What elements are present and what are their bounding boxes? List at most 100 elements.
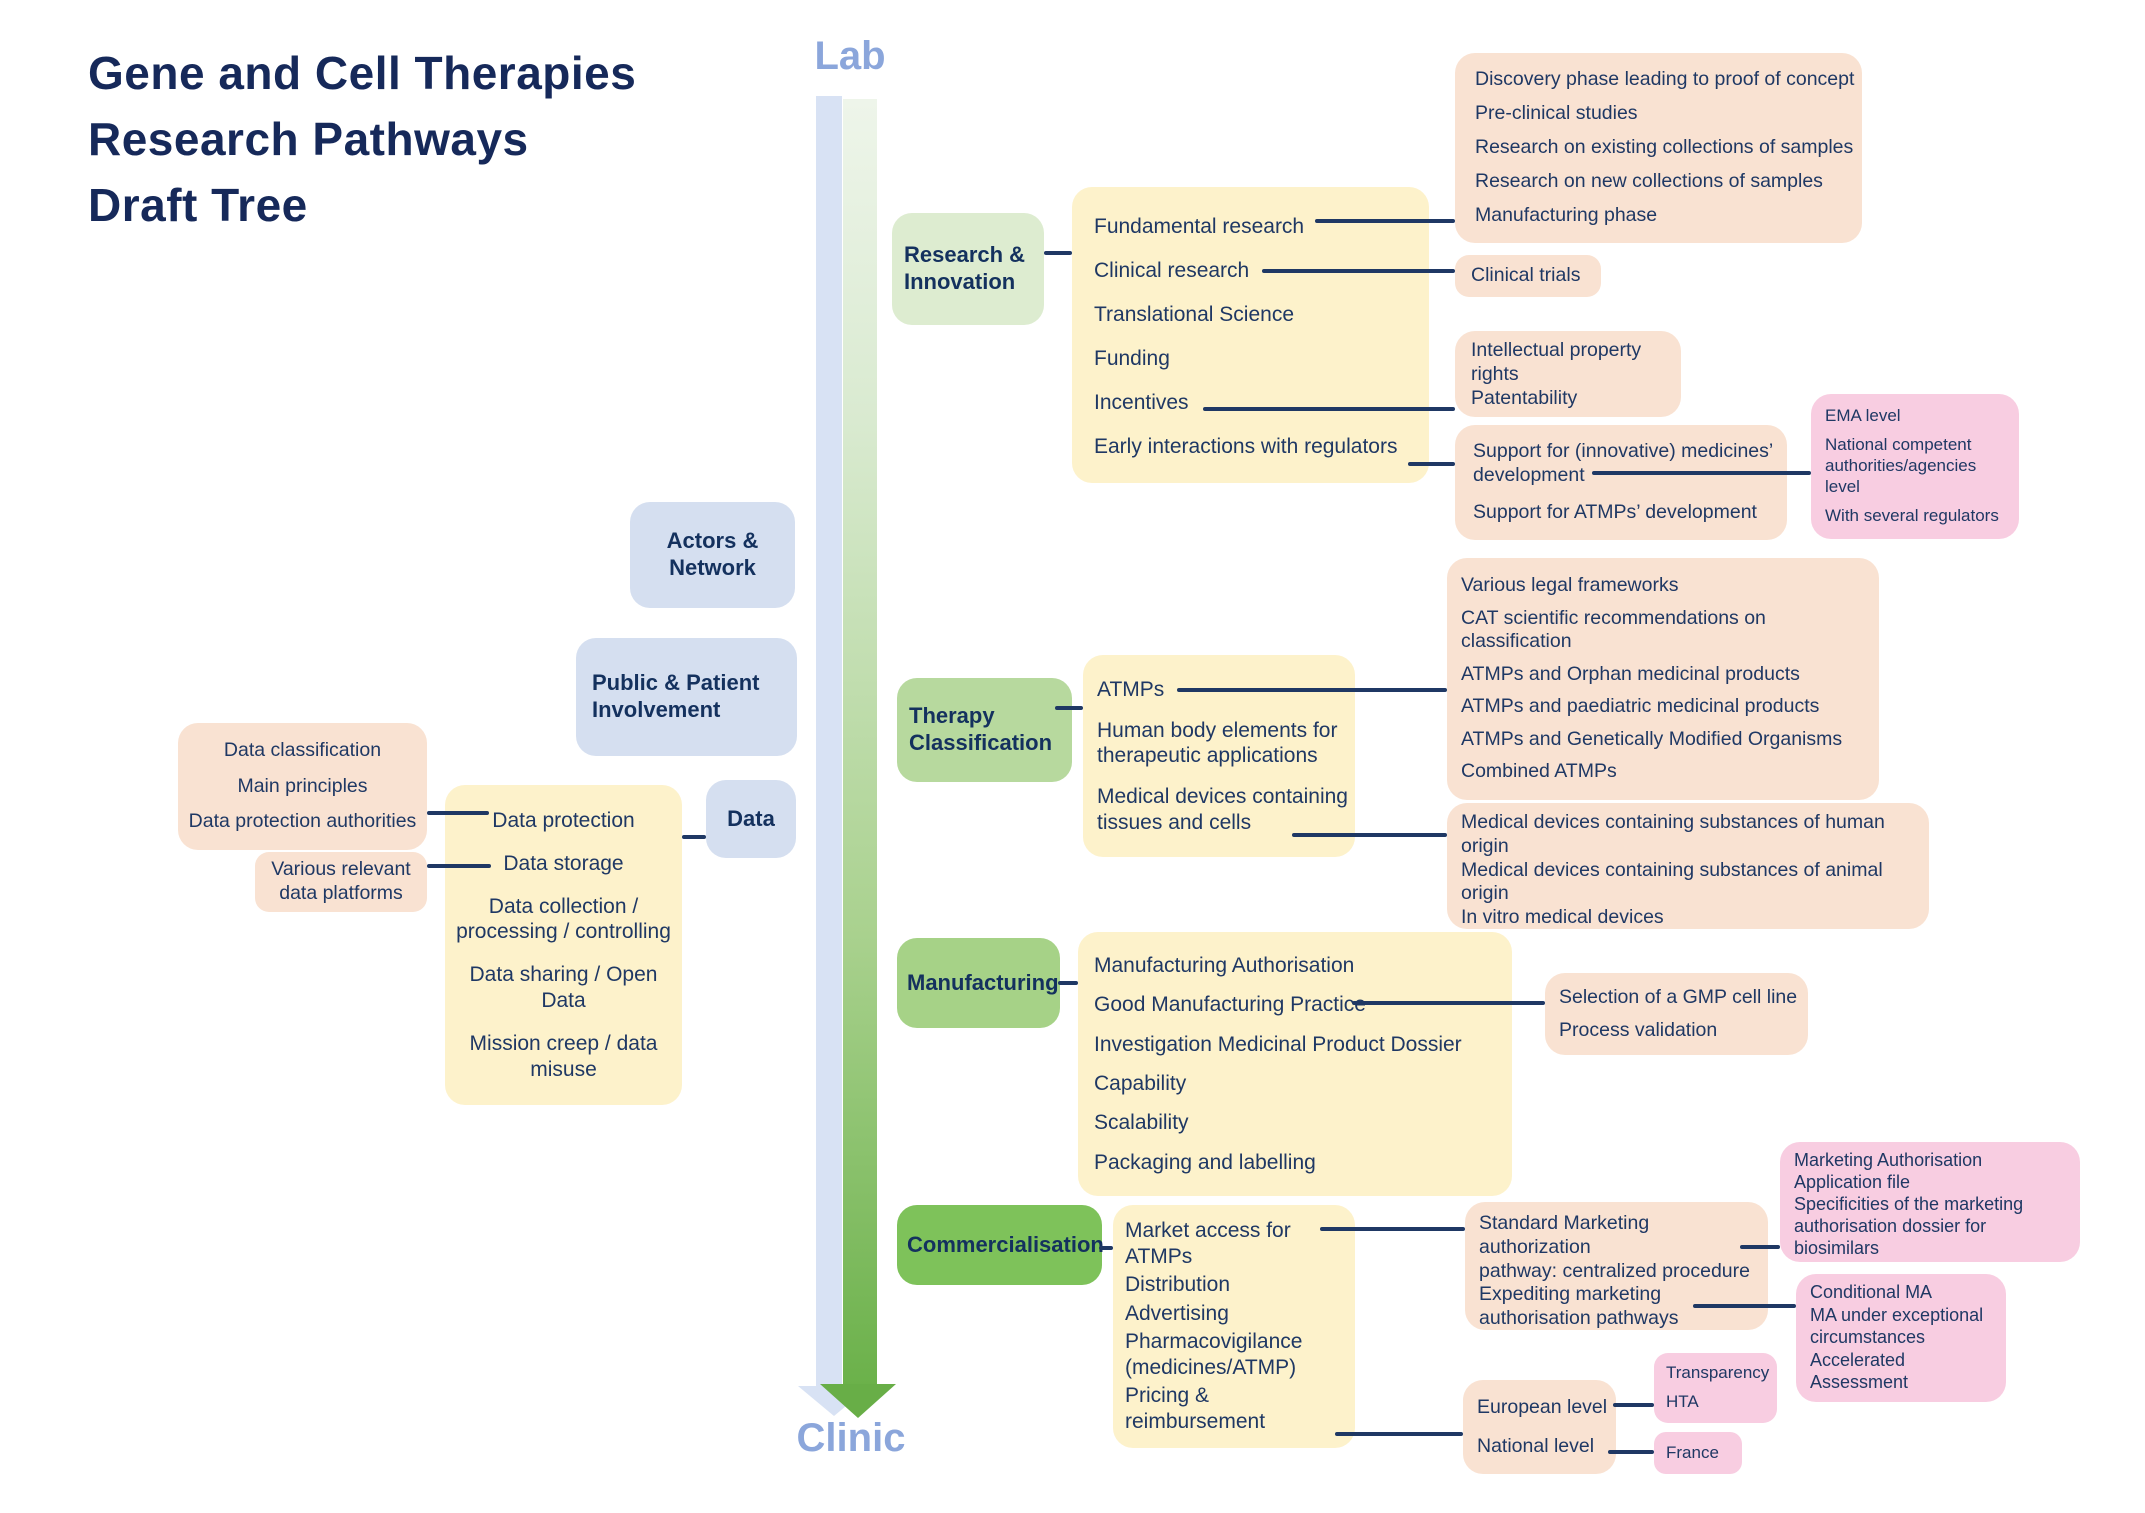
tree-item: Market access for ATMPs — [1125, 1219, 1291, 1269]
tree-item: Manufacturing phase — [1475, 204, 1658, 227]
connector-line — [1099, 1246, 1113, 1250]
lab-label: Lab — [814, 34, 886, 78]
tree-item: Support for ATMPs’ development — [1473, 501, 1757, 524]
tree-item: With several regulators — [1825, 506, 1999, 526]
spine-arrow-blue-shaft — [816, 96, 842, 1388]
tree-item: Data storage — [503, 851, 624, 875]
connector-line — [1292, 833, 1447, 837]
connector-line — [1320, 1227, 1465, 1231]
connector-line — [1203, 407, 1455, 411]
public-patient-box: Public & Patient Involvement — [576, 638, 797, 756]
atmp-details-box: Various legal frameworks CAT scientific … — [1447, 558, 1879, 800]
fundamental-details-box: Discovery phase leading to proof of conc… — [1455, 53, 1862, 243]
commercialisation-topics-box: Market access for ATMPs Distribution Adv… — [1113, 1205, 1355, 1448]
manufacturing-label: Manufacturing — [907, 969, 1059, 995]
tree-item: Discovery phase leading to proof of conc… — [1475, 68, 1855, 91]
tree-item: CAT scientific recommendations on classi… — [1461, 606, 1766, 653]
european-details-box: Transparency HTA — [1654, 1353, 1777, 1423]
tree-item: Scalability — [1094, 1111, 1189, 1135]
tree-item: Conditional MA — [1810, 1282, 1933, 1303]
tree-item: Research on new collections of samples — [1475, 170, 1823, 193]
tree-item: ATMPs — [1097, 677, 1165, 701]
tree-item: Standard Marketing authorization pathway… — [1479, 1212, 1750, 1282]
connector-line — [1693, 1304, 1796, 1308]
page-title: Gene and Cell Therapies Research Pathway… — [88, 40, 636, 238]
data-protection-details-box: Data classification Main principles Data… — [178, 723, 427, 850]
tree-item: National competent authorities/agencies … — [1825, 435, 1977, 496]
connector-line — [1740, 1245, 1780, 1249]
tree-item: MA under exceptional circumstances — [1810, 1305, 1984, 1347]
tree-item: Early interactions with regulators — [1094, 435, 1398, 459]
tree-item: Capability — [1094, 1071, 1187, 1095]
tree-item: Pre-clinical studies — [1475, 102, 1638, 125]
tree-item: Various legal frameworks — [1461, 574, 1679, 597]
tree-item: Investigation Medicinal Product Dossier — [1094, 1032, 1462, 1056]
title-line-3: Draft Tree — [88, 179, 308, 231]
tree-item: Specificities of the marketing authorisa… — [1794, 1193, 2024, 1258]
tree-item: ATMPs and paediatric medicinal products — [1461, 695, 1820, 718]
national-details-box: France — [1654, 1432, 1742, 1474]
tree-item: Pharmacovigilance (medicines/ATMP) — [1125, 1330, 1303, 1379]
research-innovation-label: Research & Innovation — [904, 242, 1026, 294]
tree-item: Incentives — [1094, 391, 1189, 415]
tree-item: HTA — [1666, 1392, 1699, 1412]
connector-line — [1058, 981, 1078, 985]
tree-item: Data protection — [492, 808, 635, 832]
title-line-2: Research Pathways — [88, 113, 529, 165]
manufacturing-box: Manufacturing — [897, 938, 1060, 1028]
tree-item: Manufacturing Authorisation — [1094, 953, 1355, 977]
tree-item: ATMPs and Genetically Modified Organisms — [1461, 727, 1843, 750]
data-label: Data — [727, 805, 775, 831]
tree-item: Packaging and labelling — [1094, 1150, 1316, 1174]
connector-line — [1262, 269, 1455, 273]
therapy-topics-box: ATMPs Human body elements for therapeuti… — [1083, 655, 1355, 857]
tree-item: EMA level — [1825, 406, 1901, 426]
connector-line — [1335, 1432, 1463, 1436]
tree-item: Various relevant data platforms — [271, 858, 411, 904]
pricing-levels-box: European level National level — [1463, 1380, 1616, 1474]
research-innovation-box: Research & Innovation — [892, 213, 1044, 325]
tree-item: Distribution — [1125, 1273, 1231, 1297]
tree-item: Data classification — [223, 738, 382, 761]
gmp-details-box: Selection of a GMP cell line Process val… — [1545, 973, 1808, 1055]
connector-line — [1592, 471, 1811, 475]
connector-line — [1315, 219, 1455, 223]
tree-item: Marketing Authorisation Application file — [1794, 1150, 1983, 1192]
connector-line — [682, 835, 706, 839]
tree-item: Process validation — [1559, 1018, 1718, 1041]
clinic-label: Clinic — [796, 1416, 906, 1460]
incentives-details-box: Intellectual property rights Patentabili… — [1455, 331, 1681, 417]
support-levels-box: EMA level National competent authorities… — [1811, 394, 2019, 539]
title-line-1: Gene and Cell Therapies — [88, 47, 637, 99]
therapy-classification-label: Therapy Classification — [909, 703, 1053, 755]
spine-arrow-green-head — [820, 1384, 896, 1418]
tree-item: Main principles — [237, 774, 368, 797]
tree-item: Patentability — [1471, 386, 1578, 409]
tree-item: Medical devices containing substances of… — [1461, 858, 1883, 905]
tree-item: Support for (innovative) medicines’ deve… — [1473, 439, 1774, 486]
tree-item: Research on existing collections of samp… — [1475, 136, 1854, 159]
tree-item: Combined ATMPs — [1461, 759, 1617, 782]
data-box: Data — [706, 780, 796, 858]
tree-item: Selection of a GMP cell line — [1559, 985, 1798, 1008]
clinical-trials-box: Clinical trials — [1455, 255, 1601, 297]
tree-item: France — [1666, 1442, 1719, 1462]
tree-item: Translational Science — [1094, 303, 1294, 327]
tree-item: Accelerated Assessment — [1810, 1349, 1909, 1392]
tree-item: Fundamental research — [1094, 215, 1305, 239]
tree-item: Medical devices containing substances of… — [1461, 811, 1885, 857]
tree-item: Expediting marketing authorisation pathw… — [1479, 1283, 1679, 1330]
tree-item: Clinical research — [1094, 259, 1250, 283]
tree-item: Data protection authorities — [188, 810, 417, 833]
expedited-details-box: Conditional MA MA under exceptional circ… — [1796, 1274, 2006, 1402]
tree-item: Data sharing / Open Data — [469, 963, 658, 1013]
commercialisation-label: Commercialisation — [907, 1231, 1104, 1257]
tree-item: Mission creep / data misuse — [469, 1032, 658, 1081]
connector-line — [1055, 706, 1083, 710]
market-access-details-box: Standard Marketing authorization pathway… — [1465, 1202, 1768, 1330]
actors-network-label: Actors & Network — [666, 528, 759, 580]
tree-item: ATMPs and Orphan medicinal products — [1461, 662, 1800, 685]
commercialisation-box: Commercialisation — [897, 1205, 1104, 1285]
tree-item: Pricing & reimbursement — [1125, 1384, 1266, 1433]
